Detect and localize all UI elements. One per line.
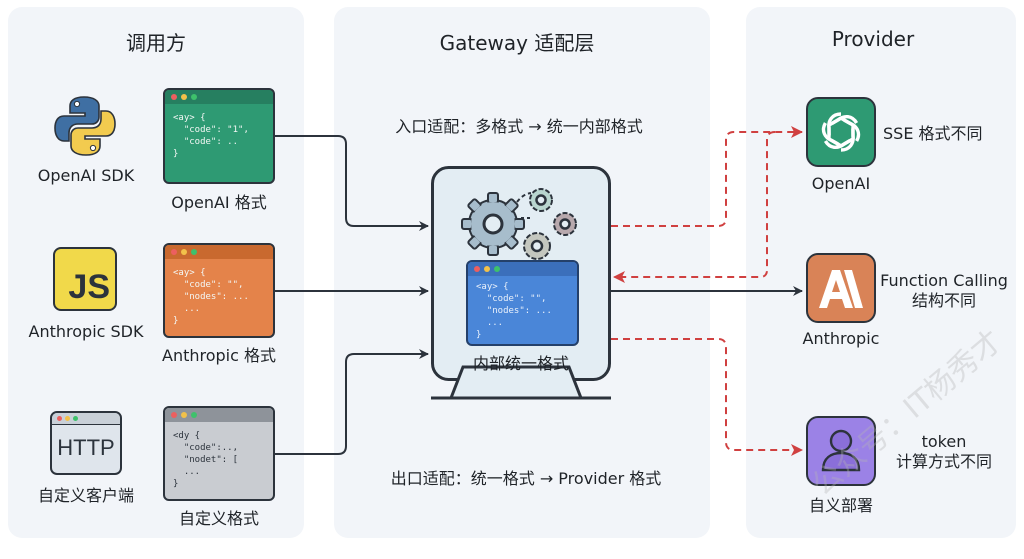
custom-client-label: 自定义客户端: [37, 486, 135, 505]
gear-small-grey: [523, 232, 551, 260]
code-line: }: [173, 479, 179, 489]
window-title-bar: [165, 245, 273, 259]
custom-format-label: 自定义格式: [178, 509, 260, 528]
provider-custom-name: 自义部署: [808, 496, 874, 515]
gateway-server: <ay> { "code": "", "nodes": ... ...} 内部统…: [431, 166, 611, 400]
gear-small-green: [529, 188, 553, 212]
openai-format-label: OpenAI 格式: [171, 193, 267, 212]
provider-custom-note: token 计算方式不同: [896, 432, 992, 472]
javascript-logo-icon: JS: [53, 247, 117, 311]
provider-openai-name: OpenAI: [811, 174, 871, 193]
internal-format-label: 内部统一格式: [472, 354, 570, 373]
code-line: "nodet": [: [173, 455, 239, 465]
code-line: <dy {: [173, 431, 201, 441]
window-title-bar: [165, 90, 273, 104]
anthropic-format-code-window: <ay> { "code": "", "nodes": ... ...}: [163, 243, 275, 338]
code-line: "code": "",: [173, 280, 244, 290]
code-line: }: [476, 330, 482, 340]
code-line: ...: [173, 467, 201, 477]
window-title-bar: [468, 262, 577, 276]
python-logo-icon: [52, 93, 118, 159]
custom-format-code-window: <dy { "code":.., "nodet": [ ...}: [163, 406, 275, 501]
code-snippet: <dy { "code":.., "nodet": [ ...}: [165, 422, 273, 496]
gear-large: [461, 192, 525, 256]
provider-openai-note: SSE 格式不同: [883, 124, 983, 143]
provider-title: Provider: [831, 27, 915, 51]
code-line: "nodes": ...: [476, 306, 552, 316]
note-line: token: [921, 432, 967, 451]
code-snippet: <ay> { "code": "", "nodes": ... ...}: [165, 259, 273, 333]
code-line: "nodes": ...: [173, 292, 249, 302]
code-line: "code": ..: [173, 137, 239, 147]
code-line: "code": "1",: [173, 125, 249, 135]
code-line: "code": "",: [476, 294, 547, 304]
openai-format-code-window: <ay> { "code": "1", "code": ..}: [163, 88, 275, 184]
code-line: ...: [476, 318, 504, 328]
code-line: ...: [173, 304, 201, 314]
anthropic-logo-icon: [806, 253, 876, 323]
http-window-icon: HTTP: [50, 411, 122, 475]
code-snippet: <ay> { "code": "", "nodes": ... ...}: [468, 276, 577, 344]
gear-small-mauve: [553, 212, 577, 236]
openai-sdk-label: OpenAI SDK: [37, 166, 135, 185]
anthropic-format-label: Anthropic 格式: [161, 346, 277, 365]
anthropic-sdk-label: Anthropic SDK: [28, 322, 144, 341]
code-line: }: [173, 316, 179, 326]
note-line: 结构不同: [911, 291, 976, 310]
openai-logo-icon: [806, 97, 876, 167]
internal-format-code-window: <ay> { "code": "", "nodes": ... ...}: [466, 260, 579, 346]
code-line: <ay> {: [173, 268, 206, 278]
code-line: "code":..,: [173, 443, 239, 453]
note-line: Function Calling: [880, 271, 1008, 290]
user-avatar-icon: [806, 416, 876, 486]
callers-title: 调用方: [126, 31, 186, 55]
provider-anthropic-name: Anthropic: [802, 329, 880, 348]
code-line: <ay> {: [173, 113, 206, 123]
code-line: <ay> {: [476, 282, 509, 292]
code-snippet: <ay> { "code": "1", "code": ..}: [165, 104, 273, 166]
gears-icon: [461, 188, 577, 260]
gateway-title: Gateway 适配层: [439, 31, 595, 55]
window-title-bar: [165, 408, 273, 422]
outbound-adaptation-label: 出口适配：统一格式 → Provider 格式: [390, 469, 662, 488]
inbound-adaptation-label: 入口适配：多格式 → 统一内部格式: [395, 117, 643, 136]
provider-anthropic-note: Function Calling 结构不同: [880, 271, 1008, 311]
code-line: }: [173, 149, 179, 159]
note-line: 计算方式不同: [895, 452, 993, 471]
